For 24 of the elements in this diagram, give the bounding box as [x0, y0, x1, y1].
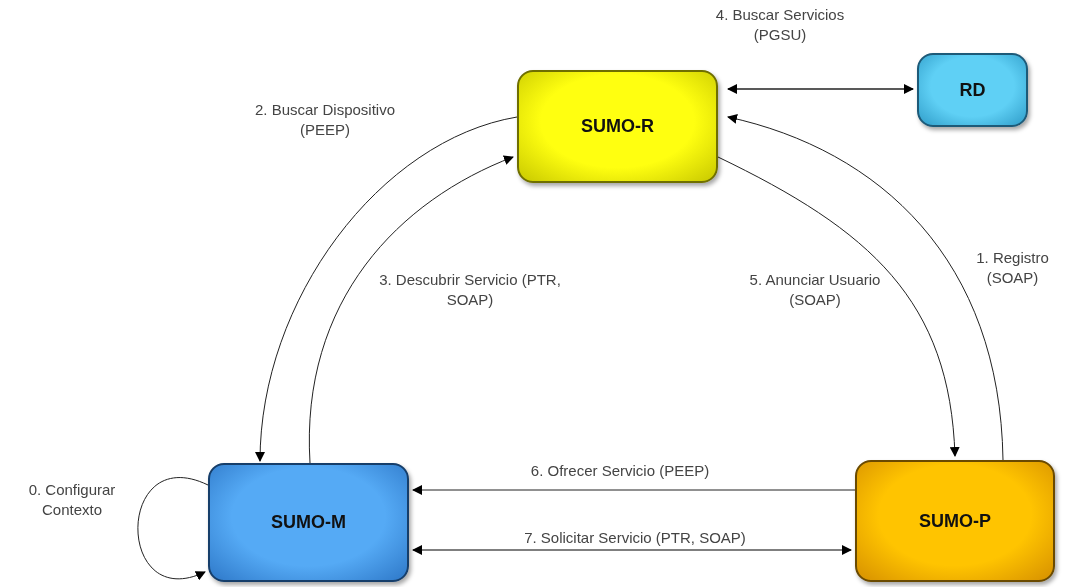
edge-label: 4. Buscar Servicios (PGSU) [715, 5, 845, 44]
arrow [137, 477, 209, 580]
edge-label: 3. Descubrir Servicio (PTR, SOAP) [378, 270, 562, 309]
arrow [412, 485, 856, 495]
arrow [309, 155, 514, 464]
node-label: RD [959, 79, 986, 101]
process-box [517, 70, 718, 183]
process-box [208, 463, 409, 582]
arrow [717, 156, 960, 457]
edge-label: 1. Registro (SOAP) [975, 248, 1050, 287]
node-label: SUMO-P [919, 510, 991, 532]
node-label: SUMO-R [581, 116, 654, 137]
arrow [727, 114, 1004, 461]
node-label: SUMO-M [271, 512, 346, 533]
arrow [255, 116, 518, 462]
process-box [917, 53, 1028, 127]
edge-label: 6. Ofrecer Servicio (PEEP) [529, 461, 711, 481]
edge-label: 2. Buscar Dispositivo (PEEP) [253, 100, 397, 139]
arrow [727, 84, 914, 94]
edge-label: 7. Solicitar Servicio (PTR, SOAP) [523, 528, 747, 548]
edge-label: 5. Anunciar Usuario (SOAP) [748, 270, 882, 309]
process-box [855, 460, 1055, 582]
arrow [412, 545, 852, 555]
edge-label: 0. Configurar Contexto [27, 480, 117, 519]
